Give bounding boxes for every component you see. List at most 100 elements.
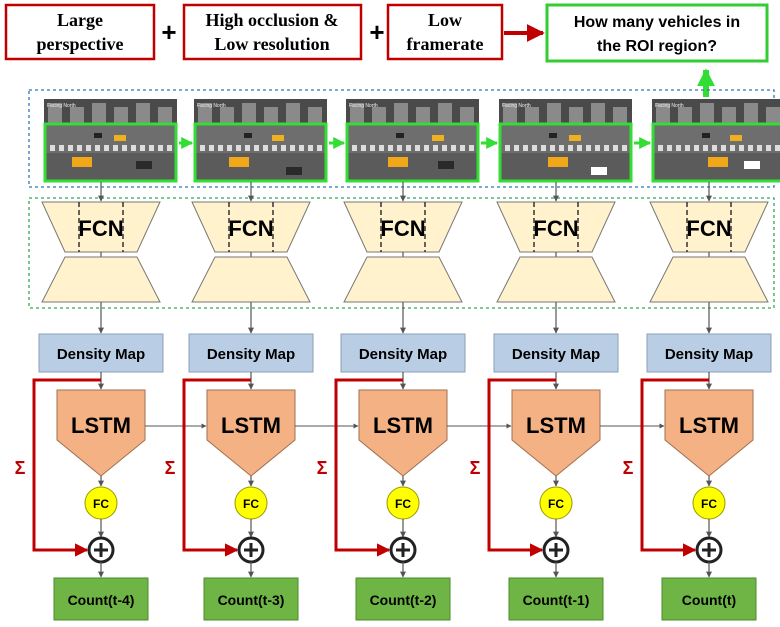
count-box (355, 577, 451, 621)
density-map-box (38, 333, 164, 373)
residual-sum-path (182, 378, 251, 557)
residual-sum-path (640, 378, 709, 557)
fcn-decoder (191, 256, 311, 303)
lstm-block (206, 389, 296, 477)
fcn-block-3: FCN (343, 201, 463, 303)
count-label: Count(t-2) (370, 592, 437, 608)
question-line2: the ROI region? (597, 38, 717, 55)
fcn-encoder (496, 201, 616, 253)
lstm-block (664, 389, 754, 477)
fcn-decoder (343, 256, 463, 303)
lstm-label: LSTM (679, 413, 739, 438)
count-label: Count(t-3) (218, 592, 285, 608)
video-frame-5: Facing North (651, 99, 780, 183)
video-frame-3: Facing North (345, 99, 480, 183)
fcn-block-1: FCN (41, 201, 161, 303)
count-label: Count(t-1) (523, 592, 590, 608)
challenge-1-line2: perspective (37, 34, 124, 54)
sigma-symbol: Σ (165, 458, 176, 478)
count-box (53, 577, 149, 621)
challenge-large-perspective: Large perspective (4, 3, 156, 61)
residual-sum-path (334, 378, 403, 557)
fcn-label: FCN (78, 216, 123, 241)
count-box (203, 577, 299, 621)
fcn-decoder (496, 256, 616, 303)
question-box: How many vehicles in the ROI region? (545, 3, 769, 63)
fcn-decoder (649, 256, 769, 303)
fcn-label: FCN (533, 216, 578, 241)
challenge-3-line2: framerate (407, 34, 484, 54)
frame-caption: Facing North (197, 103, 226, 109)
fcn-block-4: FCN (496, 201, 616, 303)
count-box (508, 577, 604, 621)
video-frame-4: Facing North (498, 99, 633, 183)
roi-border (345, 122, 480, 183)
fcn-label: FCN (228, 216, 273, 241)
roi-border (43, 122, 178, 183)
fc-label: FC (701, 497, 717, 511)
question-line1: How many vehicles in (574, 14, 740, 31)
count-label: Count(t-4) (68, 592, 135, 608)
plus-sign-2: + (369, 17, 384, 47)
frame-caption: Facing North (655, 103, 684, 109)
fcn-block-5: FCN (649, 201, 769, 303)
fc-label: FC (395, 497, 411, 511)
fcn-encoder (649, 201, 769, 253)
residual-sum-path (32, 378, 101, 557)
fcn-label: FCN (686, 216, 731, 241)
fcn-decoder (41, 256, 161, 303)
fcn-encoder (191, 201, 311, 253)
sigma-symbol: Σ (470, 458, 481, 478)
fcn-encoder (343, 201, 463, 253)
frame-caption: Facing North (349, 103, 378, 109)
fcn-label: FCN (380, 216, 425, 241)
fc-label: FC (548, 497, 564, 511)
lstm-block (358, 389, 448, 477)
density-map-label: Density Map (57, 346, 145, 363)
fc-label: FC (93, 497, 109, 511)
frame-caption: Facing North (502, 103, 531, 109)
roi-border (498, 122, 633, 183)
plus-sign-1: + (161, 17, 176, 47)
density-map-label: Density Map (512, 346, 600, 363)
density-map-box (188, 333, 314, 373)
challenge-2-line1: High occlusion & (205, 10, 338, 30)
lstm-label: LSTM (373, 413, 433, 438)
residual-sum-path (487, 378, 556, 557)
sigma-symbol: Σ (317, 458, 328, 478)
challenge-2-line2: Low resolution (214, 34, 329, 54)
sigma-symbol: Σ (623, 458, 634, 478)
density-map-box (340, 333, 466, 373)
density-map-box (646, 333, 772, 373)
lstm-block (56, 389, 146, 477)
fc-label: FC (243, 497, 259, 511)
lstm-block (511, 389, 601, 477)
count-label: Count(t) (682, 592, 736, 608)
density-map-label: Density Map (359, 346, 447, 363)
challenge-low-framerate: Low framerate (386, 3, 504, 61)
lstm-label: LSTM (71, 413, 131, 438)
frame-caption: Facing North (47, 103, 76, 109)
roi-border (651, 122, 780, 183)
challenge-3-line1: Low (428, 10, 462, 30)
lstm-label: LSTM (221, 413, 281, 438)
fcn-block-2: FCN (191, 201, 311, 303)
video-frame-1: Facing North (43, 99, 178, 183)
sigma-symbol: Σ (15, 458, 26, 478)
density-map-box (493, 333, 619, 373)
count-box (661, 577, 757, 621)
density-map-label: Density Map (665, 346, 753, 363)
challenge-1-line1: Large (57, 10, 103, 30)
roi-border (193, 122, 328, 183)
video-frame-2: Facing North (193, 99, 328, 183)
lstm-label: LSTM (526, 413, 586, 438)
density-map-label: Density Map (207, 346, 295, 363)
